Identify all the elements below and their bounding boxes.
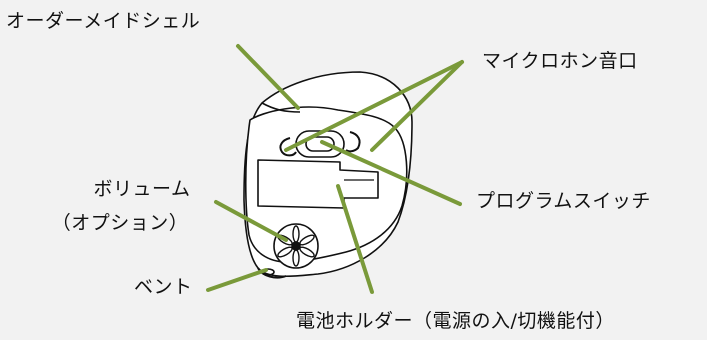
battery-holder-shape [257, 159, 379, 209]
label-volume-option: （オプション） [51, 212, 189, 234]
leader-lines [206, 44, 464, 294]
leader-volume [214, 200, 288, 242]
label-custom-shell: オーダーメイドシェル [6, 10, 201, 32]
label-program-switch: プログラムスイッチ [476, 190, 651, 212]
vent-shape [257, 267, 287, 279]
leader-battery-holder [336, 184, 374, 294]
leader-program-switch [320, 140, 462, 206]
leader-vent [206, 268, 268, 292]
hearing-aid-device [243, 71, 413, 279]
leader-mic-port-right [370, 60, 464, 152]
label-vent: ベント [134, 276, 193, 298]
shell-inner-edge [261, 102, 301, 113]
label-volume: ボリューム [93, 178, 191, 200]
label-mic-port: マイクロホン音口 [482, 50, 638, 72]
label-battery-holder: 電池ホルダー（電源の入/切機能付） [296, 310, 615, 332]
volume-wheel [273, 223, 319, 269]
leader-mic-port-left [284, 60, 464, 152]
leader-custom-shell [236, 44, 300, 110]
